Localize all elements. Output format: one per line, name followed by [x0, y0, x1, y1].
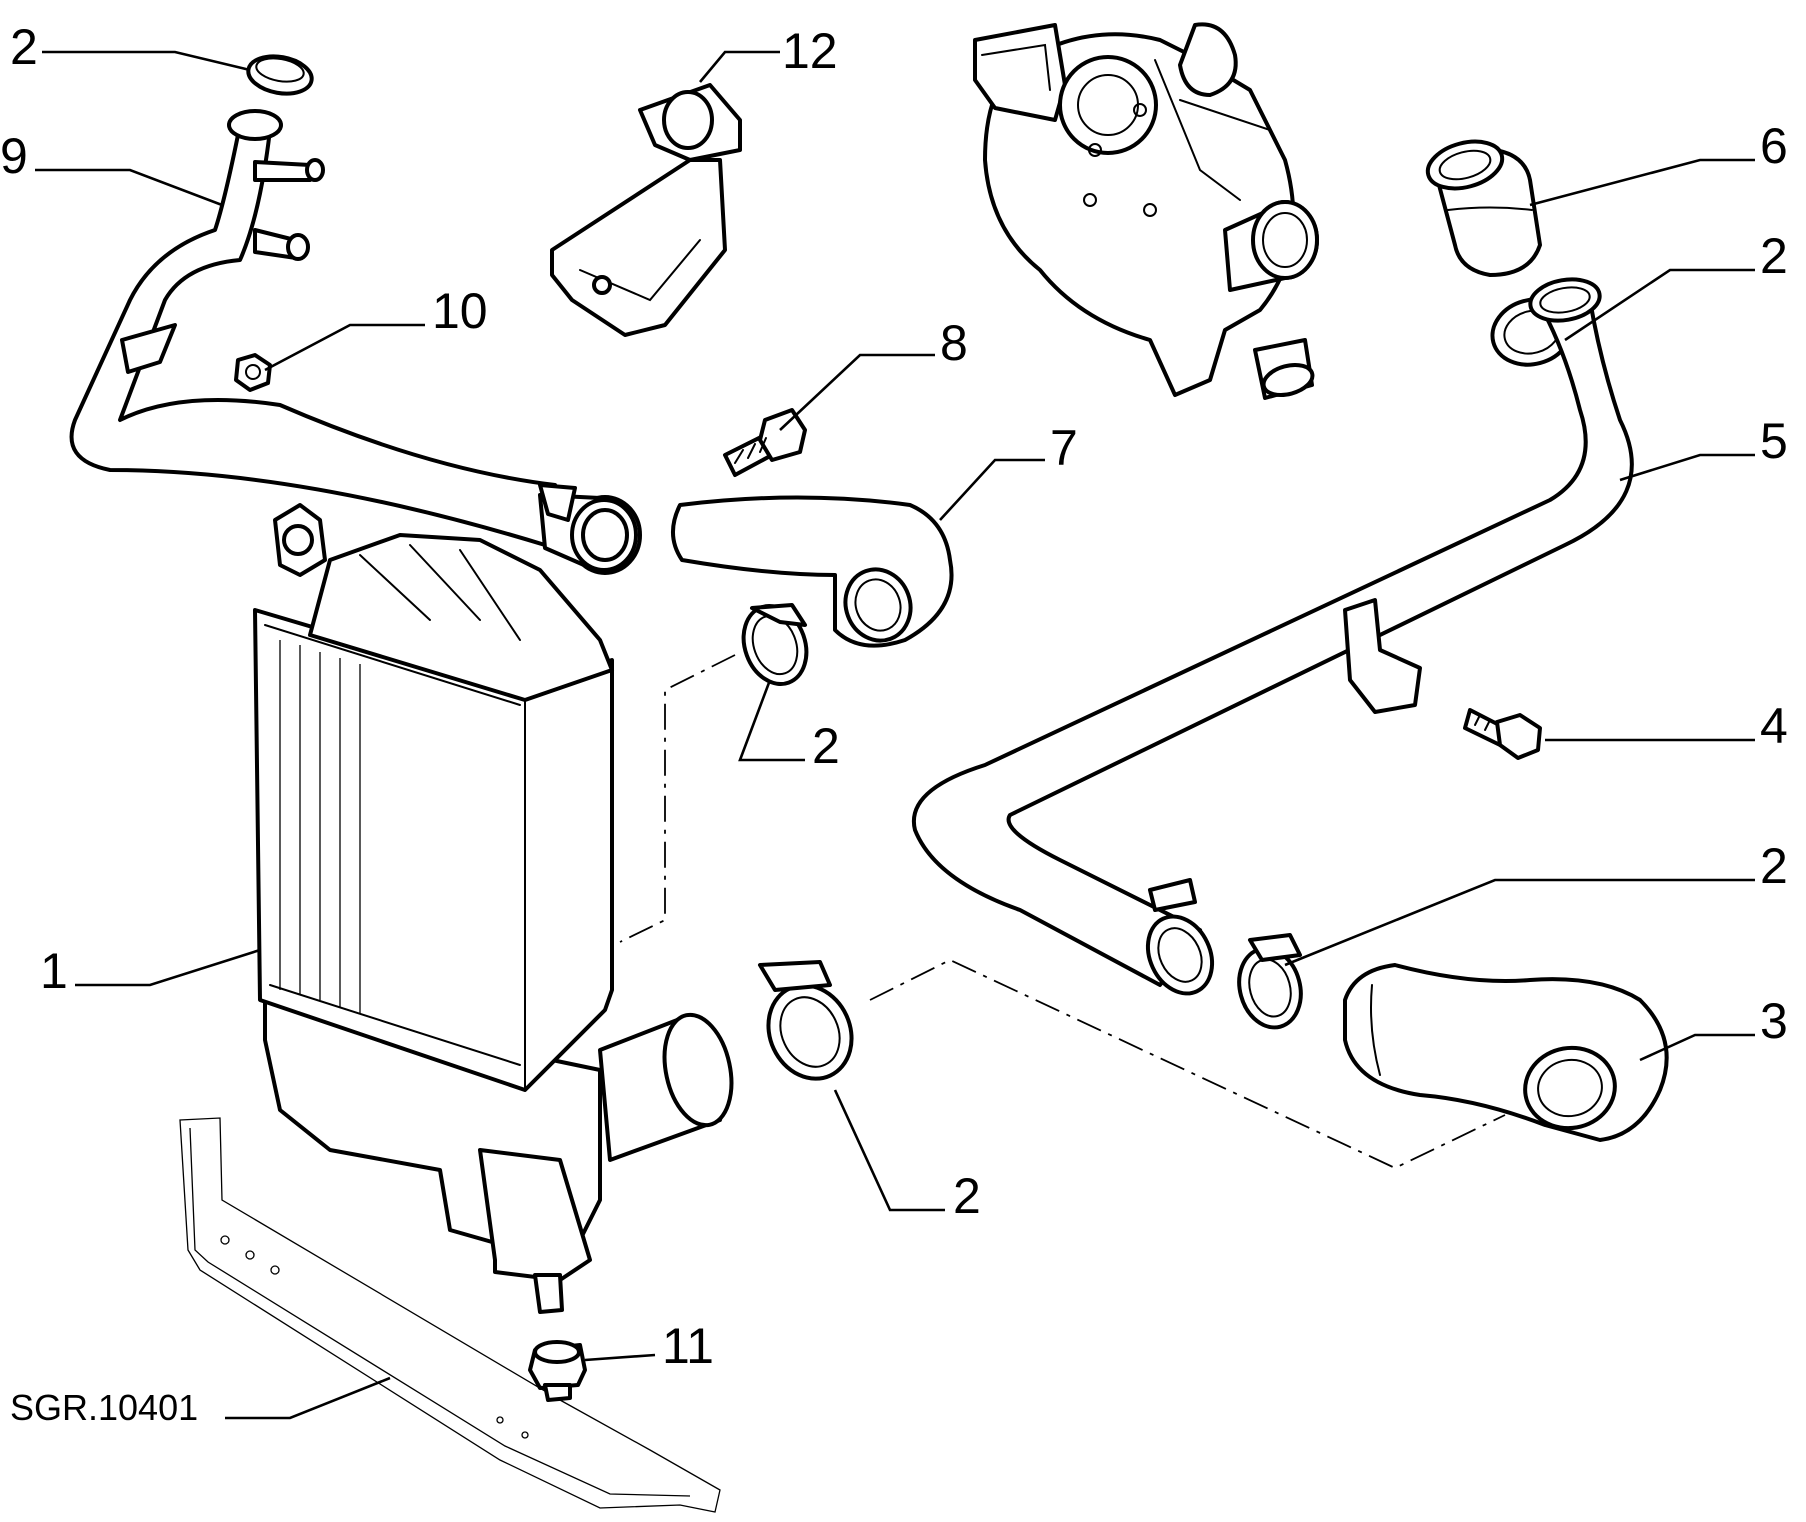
- callout-3: 3: [1760, 993, 1788, 1049]
- bolt-8: [723, 408, 807, 477]
- callout-5: 5: [1760, 413, 1788, 469]
- turbocharger: [973, 22, 1319, 400]
- clamp-right-lower: [1237, 933, 1303, 1030]
- callout-2-bottom: 2: [953, 1168, 981, 1224]
- callout-7: 7: [1050, 420, 1078, 476]
- mounting-bracket: [550, 83, 742, 337]
- callout-8: 8: [940, 315, 968, 371]
- clamp-top-left: [246, 54, 314, 96]
- hose-7: [671, 495, 954, 648]
- crossmember: [179, 1117, 721, 1513]
- inlet-pipe: [69, 109, 642, 575]
- assembly-dash-lines: [619, 654, 1506, 1169]
- callout-labels: 2 9 12 10 8 7 6 2 5 4 2 3 2 2 1 11 SGR.1…: [0, 19, 1788, 1428]
- callout-9: 9: [0, 128, 28, 184]
- callout-2-top-left: 2: [10, 19, 38, 75]
- callout-11: 11: [662, 1318, 714, 1374]
- hose-3: [1343, 963, 1669, 1142]
- leader-lines: [35, 50, 1755, 1420]
- callout-2-right-upper: 2: [1760, 228, 1788, 284]
- bolt-4: [1463, 708, 1542, 760]
- hose-sleeve-6: [1425, 139, 1542, 277]
- drain-plug: [528, 1340, 587, 1402]
- drawing-code: SGR.10401: [10, 1387, 198, 1428]
- nut: [234, 353, 272, 392]
- callout-12: 12: [782, 23, 838, 79]
- clamp-center: [741, 603, 809, 686]
- charge-pipe-5: [911, 277, 1634, 996]
- callout-4: 4: [1760, 698, 1788, 754]
- callout-2-right-lower: 2: [1760, 838, 1788, 894]
- callout-6: 6: [1760, 118, 1788, 174]
- callout-2-center: 2: [812, 718, 840, 774]
- intercooler: [253, 503, 734, 1314]
- callout-10: 10: [432, 283, 488, 339]
- clamp-bottom: [758, 960, 854, 1081]
- callout-1: 1: [40, 943, 68, 999]
